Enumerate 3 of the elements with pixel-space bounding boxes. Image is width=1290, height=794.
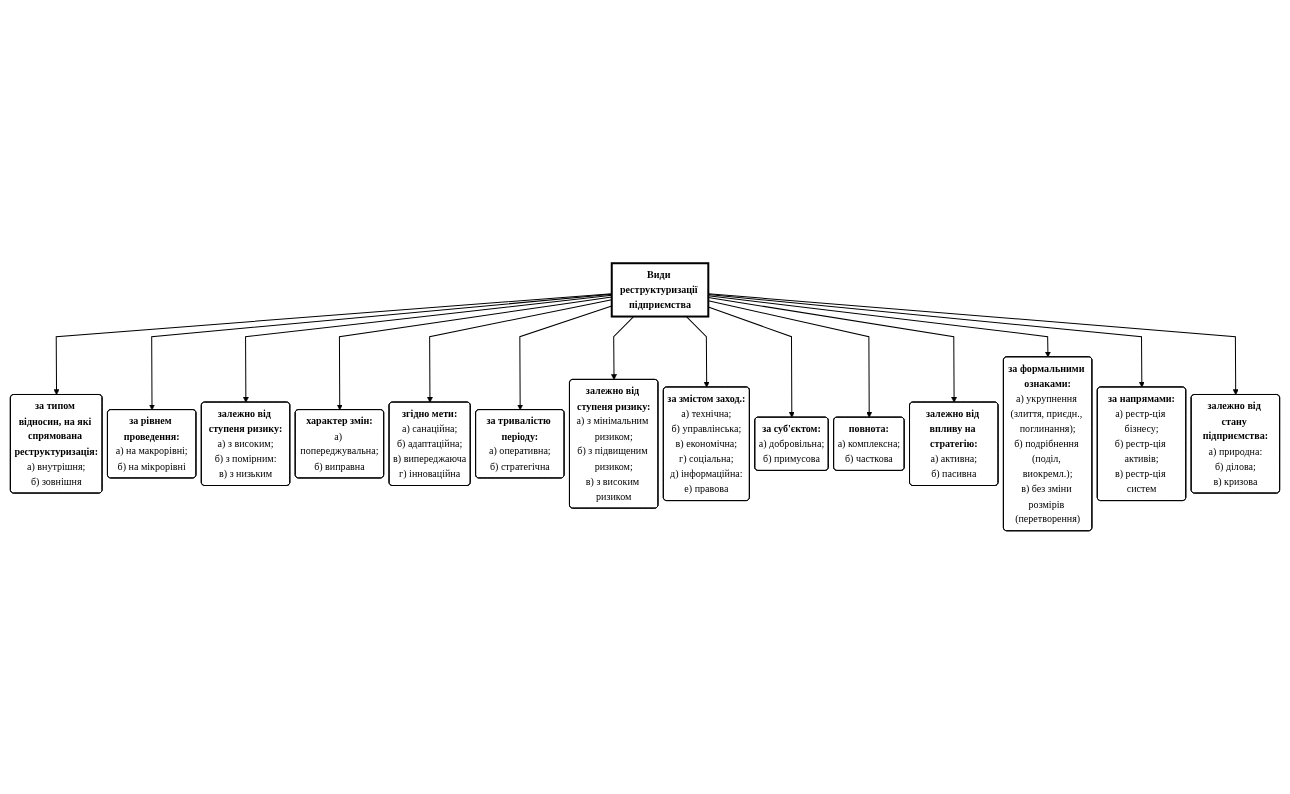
arrow: [611, 316, 635, 380]
node-box: Види реструктуризації підприємства: [610, 262, 710, 318]
arrow: [685, 316, 710, 388]
